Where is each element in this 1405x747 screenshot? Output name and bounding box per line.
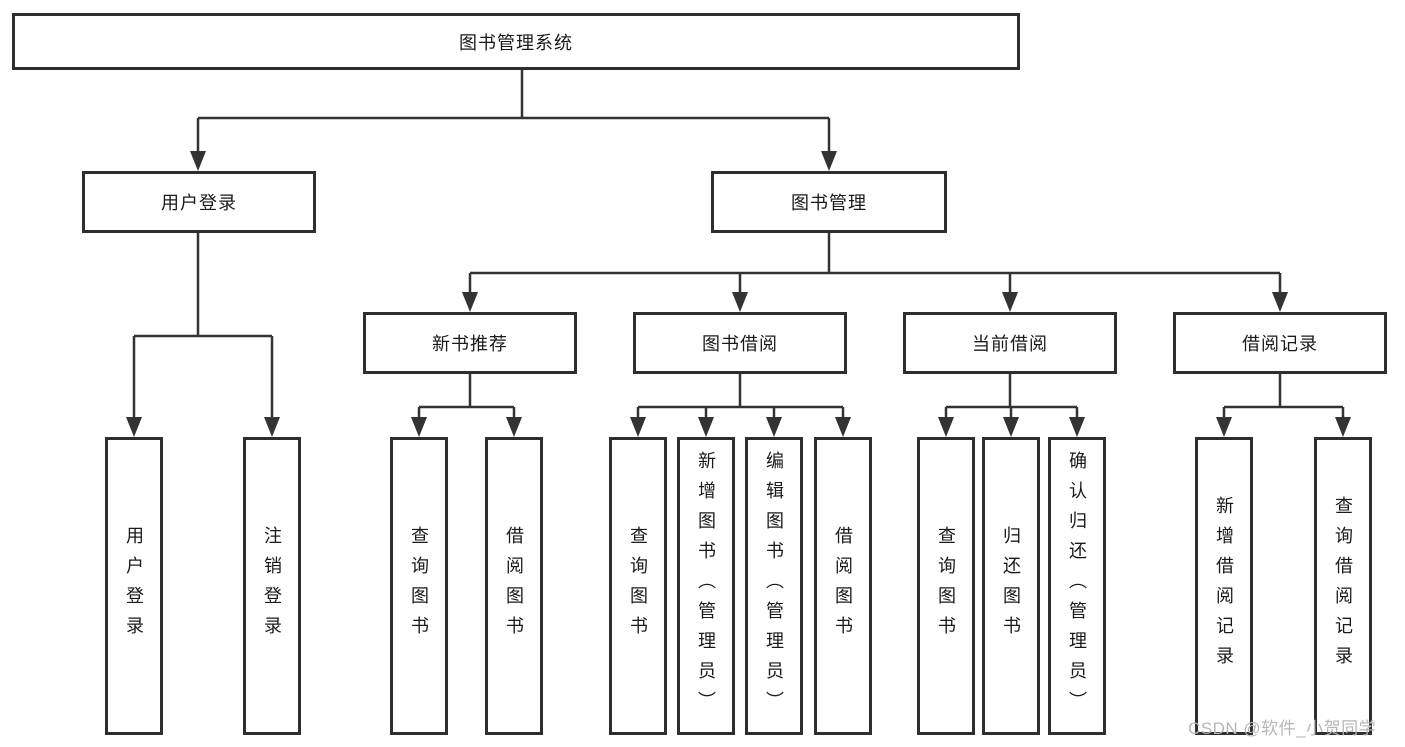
- watermark: CSDN @软件_小贺同学: [1188, 719, 1377, 738]
- leaf-add-book-admin: 新增图书（管理员）: [677, 437, 735, 735]
- node-borrow-records: 借阅记录: [1173, 312, 1387, 374]
- leaf-confirm-return-admin: 确认归还（管理员）: [1048, 437, 1106, 735]
- node-book-borrow: 图书借阅: [633, 312, 847, 374]
- node-user-login: 用户登录: [82, 171, 316, 233]
- leaf-query-books-recommend: 查询图书: [390, 437, 448, 735]
- leaf-edit-book-admin: 编辑图书（管理员）: [745, 437, 803, 735]
- leaf-logout: 注销登录: [243, 437, 301, 735]
- node-root: 图书管理系统: [12, 13, 1020, 70]
- leaf-user-login: 用户登录: [105, 437, 163, 735]
- node-book-management: 图书管理: [711, 171, 947, 233]
- leaf-query-books-current: 查询图书: [917, 437, 975, 735]
- node-current-borrow: 当前借阅: [903, 312, 1117, 374]
- leaf-add-borrow-record: 新增借阅记录: [1195, 437, 1253, 735]
- node-new-book-recommend: 新书推荐: [363, 312, 577, 374]
- leaf-borrow-books-recommend: 借阅图书: [485, 437, 543, 735]
- leaf-borrow-books-borrow: 借阅图书: [814, 437, 872, 735]
- leaf-query-borrow-record: 查询借阅记录: [1314, 437, 1372, 735]
- leaf-return-book: 归还图书: [982, 437, 1040, 735]
- leaf-query-books-borrow: 查询图书: [609, 437, 667, 735]
